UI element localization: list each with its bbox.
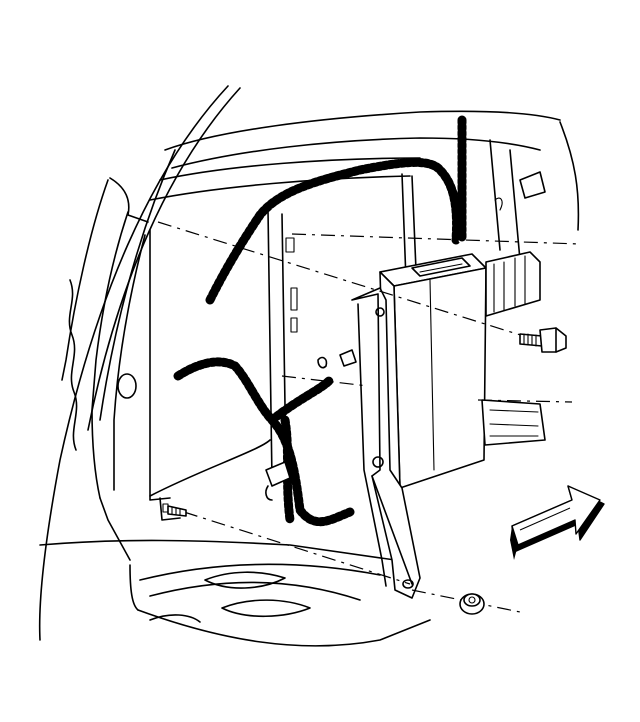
vehicle-body-panel bbox=[38, 85, 580, 647]
stud-icon bbox=[167, 505, 187, 517]
arrow-right-icon bbox=[510, 485, 605, 560]
bolt-icon bbox=[519, 327, 567, 353]
mounting-bracket bbox=[351, 287, 421, 599]
alignment-lines bbox=[157, 221, 581, 613]
electronic-module bbox=[379, 251, 546, 489]
wiring-harness bbox=[173, 115, 467, 527]
nut-icon bbox=[459, 593, 485, 615]
